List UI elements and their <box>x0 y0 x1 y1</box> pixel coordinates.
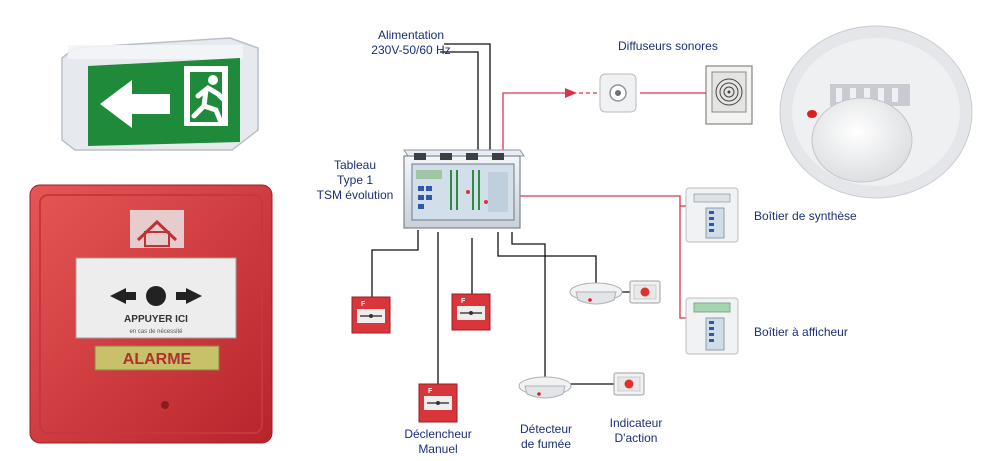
manual-call-point-small-icon: F <box>351 296 391 334</box>
action-indicator-icon <box>613 372 645 396</box>
panel-label-line3: TSM évolution <box>316 188 394 202</box>
manual-call-point-label-line1: Déclencheur <box>404 427 472 441</box>
control-panel-icon <box>403 149 525 229</box>
summary-box-icon <box>685 187 739 243</box>
smoke-detector-small-icon <box>518 376 572 399</box>
sounder-small-icon <box>599 73 637 113</box>
action-indicator-label-line1: Indicateur <box>609 416 663 430</box>
call-point-press-text: APPUYER ICI <box>124 314 188 325</box>
manual-call-point-small-icon: F <box>418 383 458 423</box>
manual-call-point-large-icon: APPUYER ICI en cas de nécessité ALARME <box>29 184 273 444</box>
smoke-detector-label: Détecteur de fumée <box>504 422 588 452</box>
action-indicator-label-line2: D'action <box>614 431 658 445</box>
display-box-icon <box>685 297 739 355</box>
power-label-line1: Alimentation <box>377 28 445 42</box>
sounder-box-icon <box>705 65 753 125</box>
call-point-note-text: en cas de nécessité <box>129 329 183 335</box>
smoke-detector-small-icon <box>569 282 623 305</box>
smoke-detector-large-icon <box>779 25 973 199</box>
call-point-letter: F <box>428 388 433 395</box>
power-label: Alimentation 230V-50/60 Hz <box>356 28 466 58</box>
manual-call-point-small-icon: F <box>451 293 491 331</box>
panel-label: Tableau Type 1 TSM évolution <box>300 158 410 203</box>
smoke-detector-label-line2: de fumée <box>520 437 572 451</box>
call-point-alarm-text: ALARME <box>123 351 192 368</box>
action-indicator-icon <box>629 280 661 304</box>
display-box-label: Boîtier à afficheur <box>754 325 848 339</box>
wiring <box>371 43 706 385</box>
panel-label-line2: Type 1 <box>336 173 374 187</box>
manual-call-point-label: Déclencheur Manuel <box>390 427 486 457</box>
call-point-letter: F <box>461 298 466 305</box>
sounders-label: Diffuseurs sonores <box>618 39 718 53</box>
power-label-line2: 230V-50/60 Hz <box>371 43 451 57</box>
exit-sign-icon <box>61 37 259 151</box>
action-indicator-label: Indicateur D'action <box>596 416 676 446</box>
call-point-letter: F <box>361 301 366 308</box>
summary-box-label: Boîtier de synthèse <box>754 209 857 223</box>
panel-label-line1: Tableau <box>333 158 377 172</box>
manual-call-point-label-line2: Manuel <box>418 442 458 456</box>
smoke-detector-label-line1: Détecteur <box>519 422 573 436</box>
